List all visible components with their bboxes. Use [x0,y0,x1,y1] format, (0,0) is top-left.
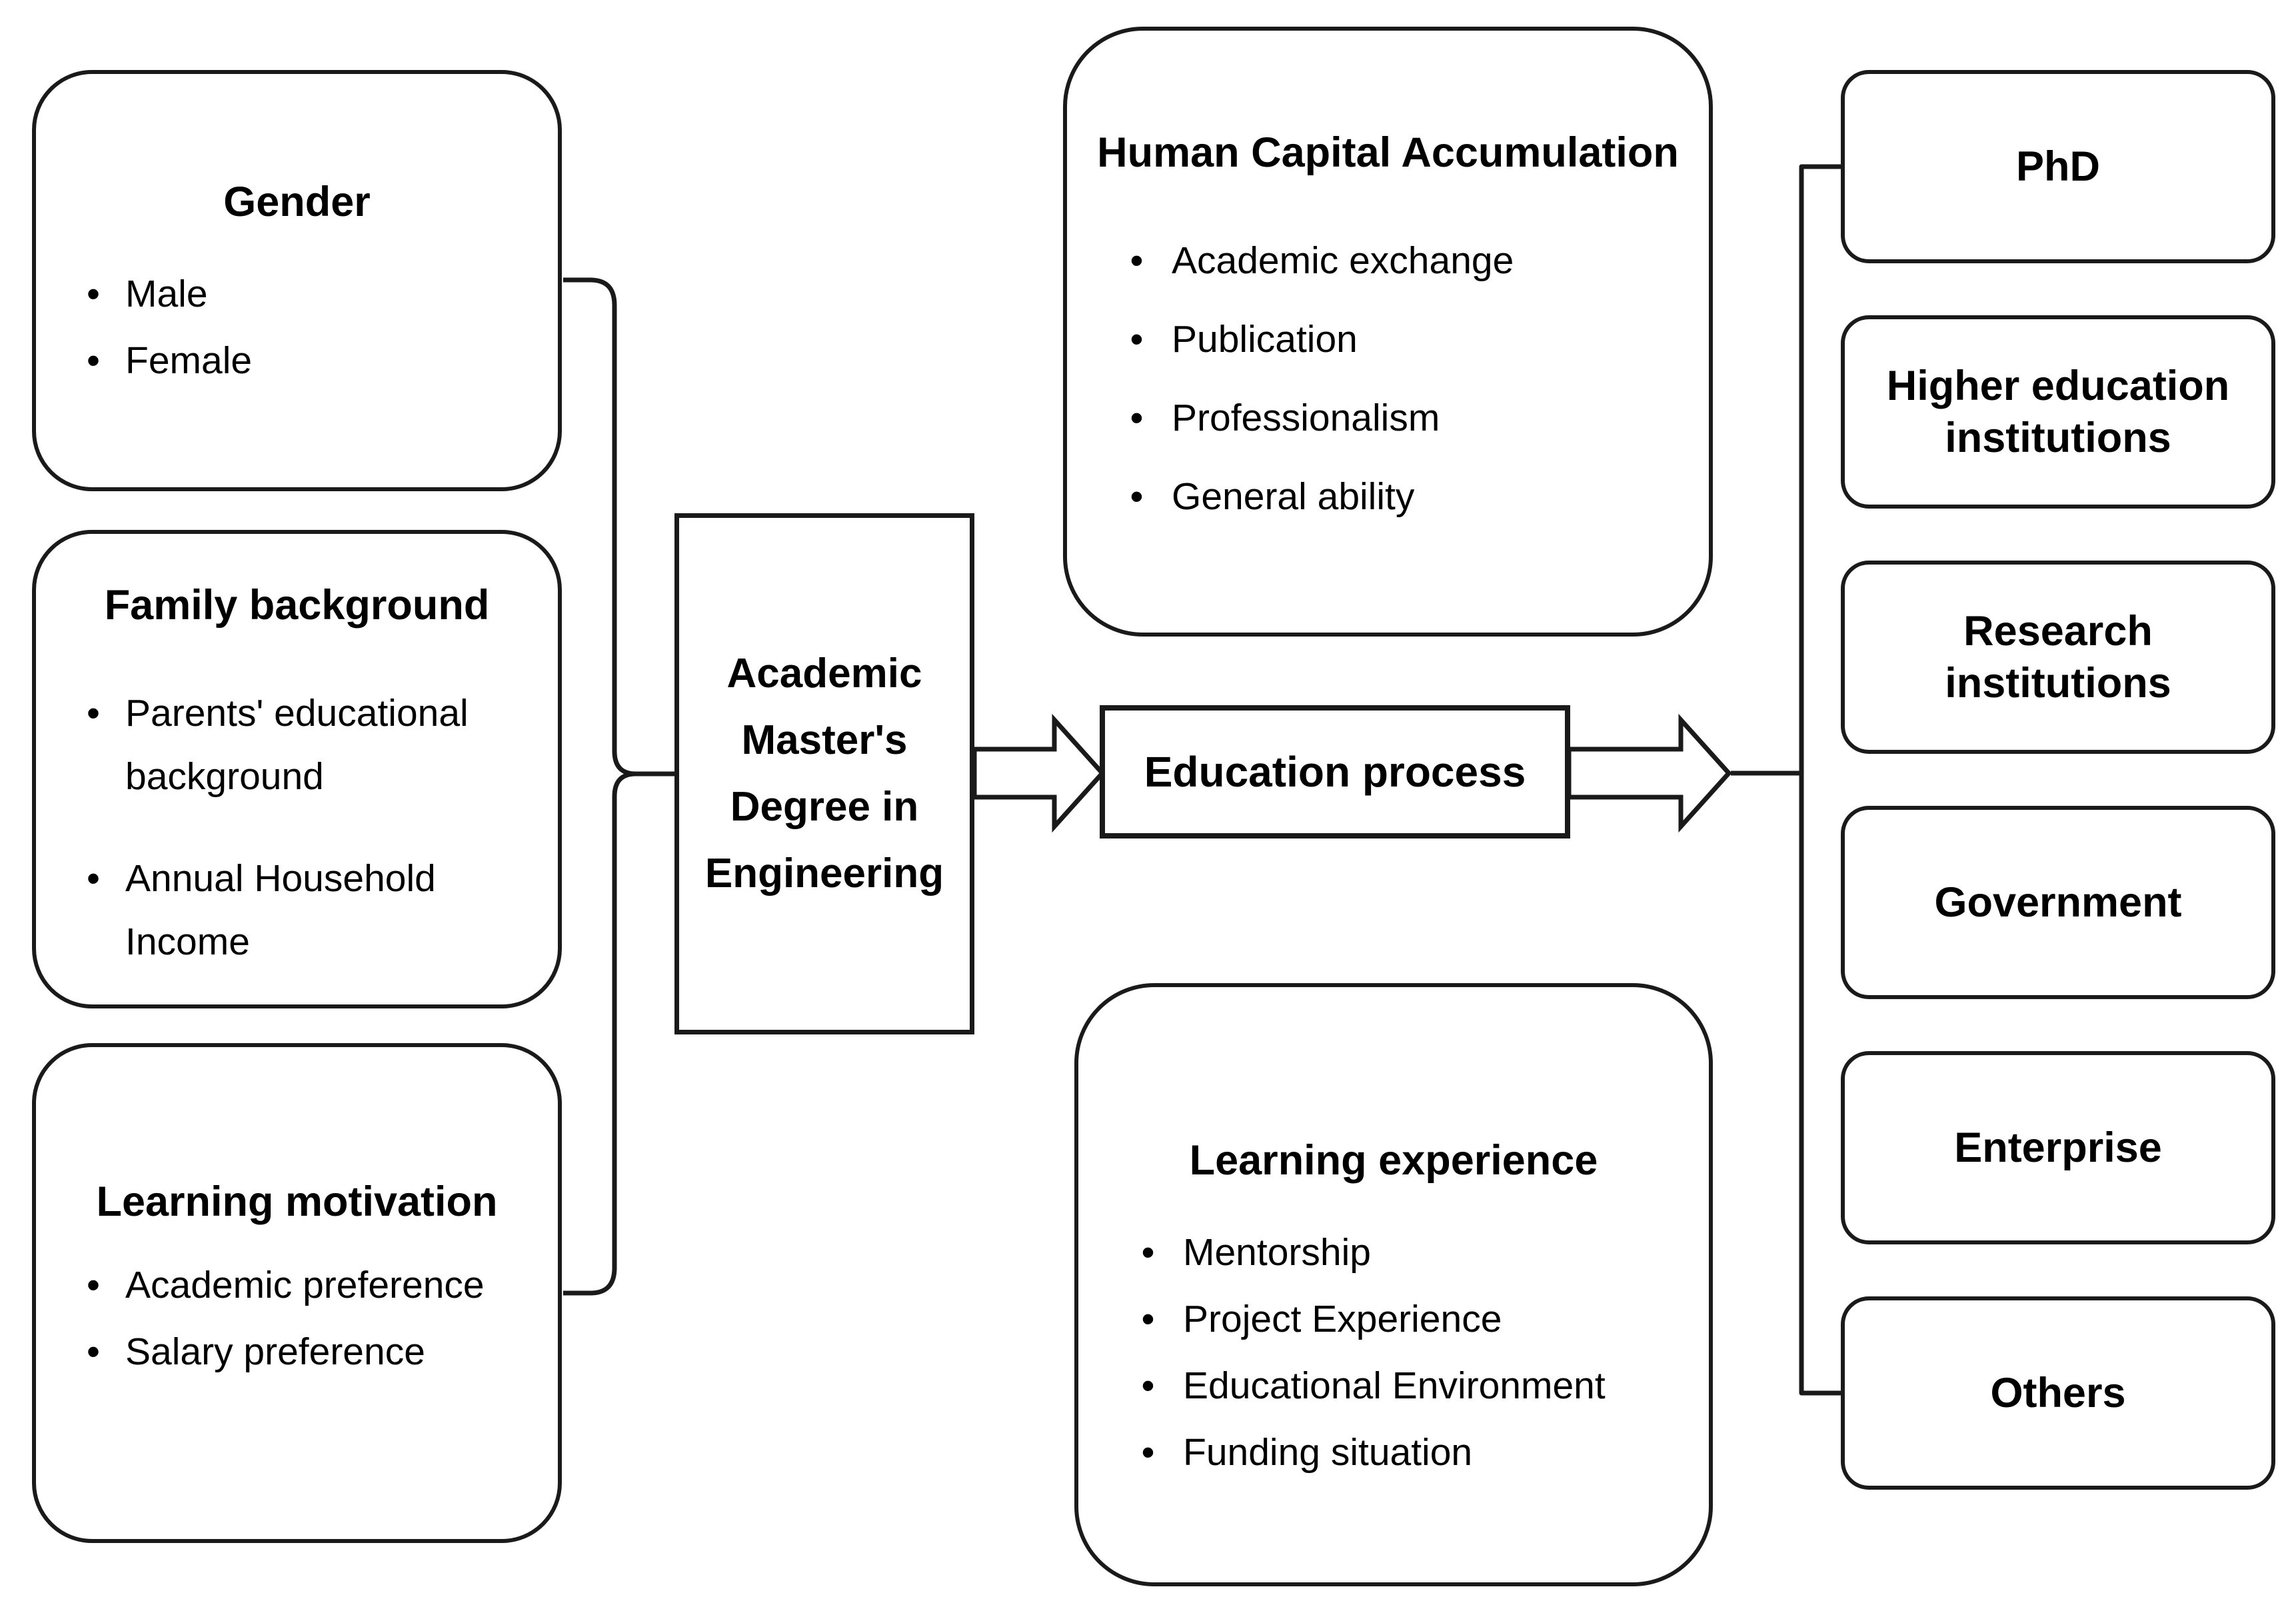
family-background-list: • Parents' educational background • Annu… [36,682,558,974]
learning-experience-list: • Mentorship • Project Experience • Educ… [1078,1219,1709,1486]
list-item: • Professionalism [1102,379,1709,457]
list-item-text: Annual Household Income [125,857,436,963]
list-item-text: Project Experience [1183,1298,1502,1340]
list-item: • Educational Environment [1113,1352,1709,1419]
bullet-icon: • [1141,1364,1155,1407]
core-degree-label: Academic Master's Degree in Engineering [704,651,944,896]
learning-experience-title: Learning experience [1189,1137,1598,1184]
family-background-title: Family background [104,582,490,629]
arrow-process-to-outcomes [1566,713,1732,833]
core-degree-box: Academic Master's Degree in Engineering [674,513,974,1034]
input-box-gender: Gender • Male • Female [32,70,562,491]
outcome-box-government: Government [1841,806,2275,999]
list-item-text: Parents' educational background [125,692,469,798]
outcome-label: Others [1990,1370,2126,1416]
left-brace-connector [563,277,636,1296]
outcome-label: Government [1934,879,2182,926]
list-item: • Publication [1102,300,1709,379]
list-item-text: Academic preference [125,1264,485,1306]
mediator-box-learning-experience: Learning experience • Mentorship • Proje… [1074,983,1713,1586]
outcome-label: Higher education institutions [1886,363,2230,461]
list-item-text: Salary preference [125,1330,425,1373]
bullet-icon: • [1130,239,1144,282]
education-process-label: Education process [1144,748,1526,796]
list-item-text: Mentorship [1183,1231,1371,1274]
arrow-core-to-process [972,713,1106,833]
bullet-icon: • [1141,1231,1155,1274]
outcome-box-others: Others [1841,1296,2275,1490]
bullet-icon: • [1130,475,1144,518]
list-item: • Academic preference [61,1252,558,1318]
bullet-icon: • [87,857,100,900]
learning-motivation-list: • Academic preference • Salary preferenc… [36,1252,558,1385]
list-item-text: Professionalism [1172,397,1440,439]
list-item-text: Academic exchange [1172,239,1514,282]
bullet-icon: • [87,1330,100,1373]
list-item: • Female [61,327,558,394]
education-process-box: Education process [1100,705,1570,838]
list-item-text: Female [125,339,253,382]
list-item: • Mentorship [1113,1219,1709,1286]
bullet-icon: • [87,273,100,315]
list-item-text: Male [125,273,208,315]
list-item: • Project Experience [1113,1286,1709,1352]
outcome-box-research-institutions: Research institutions [1841,561,2275,754]
bullet-icon: • [87,692,100,735]
outcome-box-higher-education-institutions: Higher education institutions [1841,315,2275,509]
list-item: • Parents' educational background [61,682,558,808]
input-box-learning-motivation: Learning motivation • Academic preferenc… [32,1043,562,1543]
bullet-icon: • [87,1264,100,1306]
gender-title: Gender [223,179,371,225]
list-item-text: Funding situation [1183,1431,1473,1474]
bullet-icon: • [87,339,100,382]
bullet-icon: • [1130,318,1144,361]
human-capital-title: Human Capital Accumulation [1097,129,1679,176]
input-box-family-background: Family background • Parents' educational… [32,530,562,1008]
outcome-box-enterprise: Enterprise [1841,1051,2275,1244]
list-item-text: Educational Environment [1183,1364,1606,1407]
gender-list: • Male • Female [36,261,558,394]
outcome-label: PhD [2016,143,2100,190]
list-item: • Salary preference [61,1318,558,1385]
mediator-box-human-capital: Human Capital Accumulation • Academic ex… [1063,27,1713,637]
list-item-text: General ability [1172,475,1415,518]
bullet-icon: • [1130,397,1144,439]
list-item: • Academic exchange [1102,221,1709,300]
bullet-icon: • [1141,1298,1155,1340]
right-bracket-connector [1799,164,1841,1396]
list-item: • Funding situation [1113,1419,1709,1486]
list-item: • Male [61,261,558,327]
list-item: • General ability [1102,457,1709,536]
list-item: • Annual Household Income [61,847,558,974]
outcome-label: Research institutions [1945,608,2171,707]
list-item-text: Publication [1172,318,1358,361]
outcome-label: Enterprise [1954,1124,2162,1171]
bullet-icon: • [1141,1431,1155,1474]
learning-motivation-title: Learning motivation [96,1178,498,1225]
human-capital-list: • Academic exchange • Publication • Prof… [1067,221,1709,536]
outcome-box-phd: PhD [1841,70,2275,263]
